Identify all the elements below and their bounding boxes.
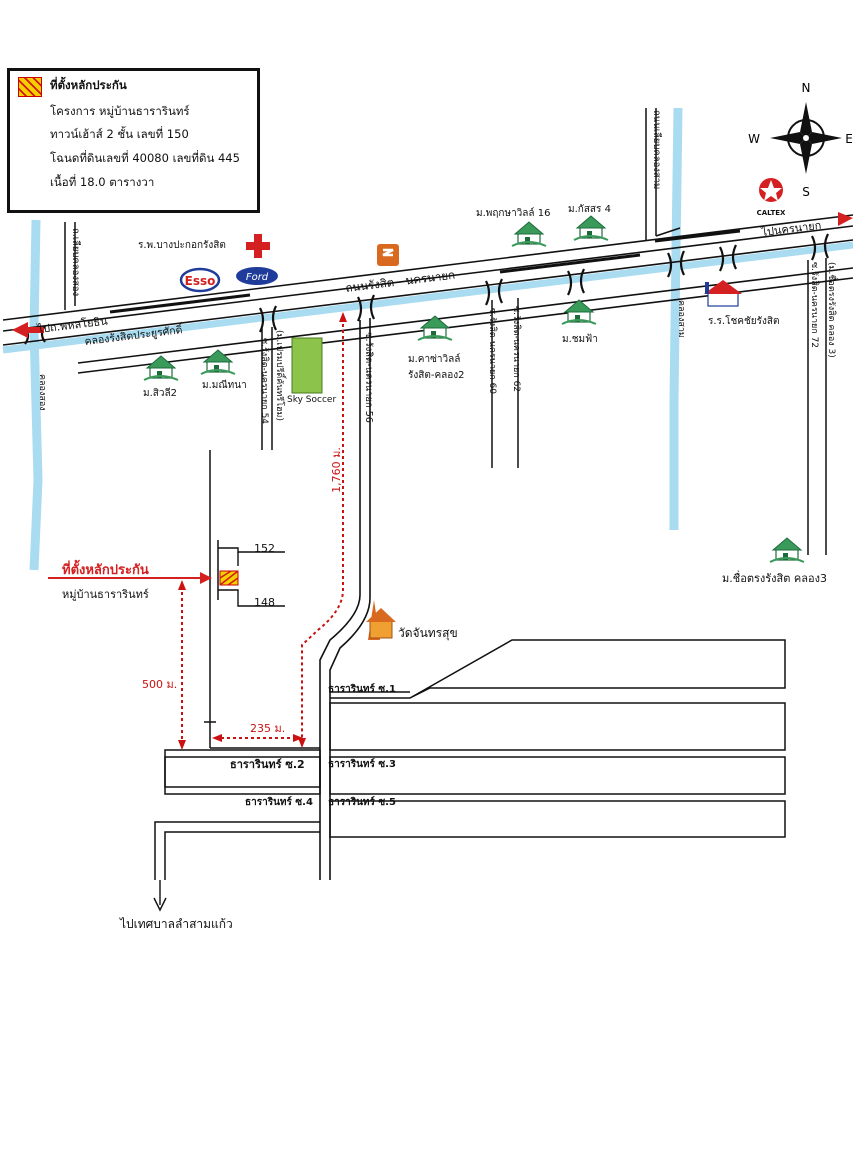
svg-text:Ford: Ford: [246, 272, 269, 283]
school-icon: [704, 280, 742, 307]
m-siwalee-label: ม.สิวลี2: [143, 387, 177, 399]
arrow-to-nakhon-nayok: [838, 212, 853, 226]
svg-text:E: E: [845, 132, 853, 146]
soi-2-label: ธารารินทร์ ซ.2: [230, 758, 305, 771]
svg-text:W: W: [748, 132, 760, 146]
soi-4-label: ธารารินทร์ ซ.4: [245, 796, 313, 808]
house-icon: [417, 315, 453, 341]
m-kassorn-label: ม.กัสสร 4: [568, 204, 611, 215]
soi62-label: ซ.รังสิต-นครนายก 62: [511, 306, 522, 392]
main-road: [2, 214, 853, 346]
ford-logo: Ford: [236, 267, 278, 285]
khlong-song-road-label: ถ.เลียบคลองสอง: [70, 228, 82, 296]
canal-rangsit: [2, 241, 853, 354]
m-chuetrong-label: ม.ชื่อตรงรังสิต คลอง3: [722, 570, 827, 585]
legend-box: ที่ตั้งหลักประกัน โครงการ หมู่บ้านธาราริ…: [7, 68, 260, 213]
to-lumsamkaeo-label: ไปเทศบาลลำสามแก้ว: [119, 917, 233, 931]
house-icon: [511, 221, 547, 247]
m-maneetana-label: ม.มณีทนา: [202, 379, 247, 391]
m-pruksa-label: ม.พฤกษาวิลล์ 16: [476, 207, 550, 219]
soi54-sub-label: (ม.เปรมปรีดิ์คันทรีโฮม): [274, 330, 287, 421]
house-icon: [769, 537, 805, 563]
temple-icon: [366, 600, 396, 640]
site-label: ที่ตั้งหลักประกัน: [62, 559, 149, 578]
m-chomfa-label: ม.ชมฟ้า: [562, 333, 598, 345]
soi60-label: ซ.รังสิต-นครนายก 60: [487, 308, 498, 394]
compass-rose-icon: N S W E: [748, 81, 853, 199]
soi-1-label: ธารารินทร์ ซ.1: [328, 683, 396, 695]
house-plots: [218, 547, 285, 607]
sky-soccer-label: Sky Soccer: [287, 395, 336, 405]
legend-house: ทาวน์เฮ้าส์ 2 ชั้น เลขที่ 150: [50, 127, 189, 141]
soi54-label: ซ.รังสิต-นครนายก 54: [259, 338, 270, 424]
house-152-label: 152: [254, 542, 275, 555]
khlong-sam-road-label: ถนนเลียบคลองสาม: [651, 110, 663, 189]
tararin-village-roads: [154, 639, 786, 880]
legend-title: ที่ตั้งหลักประกัน: [50, 78, 127, 92]
legend-project: โครงการ หมู่บ้านธารารินทร์: [50, 104, 190, 118]
svg-text:N: N: [802, 81, 811, 95]
school-label: ร.ร.โชคชัยรังสิต: [708, 314, 779, 327]
house-148-label: 148: [254, 596, 275, 609]
soi56-label: ซ.รังสิต-นครนายก 56: [363, 332, 374, 423]
house-icon: [573, 215, 609, 241]
bank-logo-icon: [377, 244, 399, 266]
site-project-label: หมู่บ้านธาราริ​นทร์: [62, 588, 149, 601]
svg-text:Esso: Esso: [185, 274, 216, 288]
soi-56-road: [319, 318, 371, 880]
soi72-label: ซ.รังสิต-นครนายก 72: [809, 262, 820, 348]
khlong-sam-label: คลองสาม: [676, 300, 686, 338]
temple-label: วัดจันทรสุข: [398, 626, 458, 641]
caltex-logo: CALTEX: [757, 178, 786, 217]
hospital-icon: [246, 234, 270, 258]
distance-1760-label: 1,760 ม.: [330, 447, 343, 493]
house-icon: [143, 355, 179, 381]
svg-text:S: S: [802, 185, 810, 199]
legend-area: เนื้อที่ 18.0 ตารางวา: [50, 175, 155, 189]
soi-5-label: ธารารินทร์ ซ.5: [328, 796, 396, 808]
distance-500-label: 500 ม.: [142, 678, 177, 691]
khlong-song-canal: [29, 219, 43, 571]
distance-route: [181, 318, 344, 746]
m-casa-ville-label: ม.คาซ่าวิลล์: [408, 353, 460, 365]
arrow-to-phahonyothin: [12, 322, 28, 338]
m-casa-ville-sub-label: รังสิต-คลอง2: [408, 370, 465, 381]
khlong-sam-canal: [669, 107, 683, 530]
esso-logo: Esso: [179, 267, 221, 293]
soi-3-label: ธารารินทร์ ซ.3: [328, 758, 396, 770]
soi72-sub-label: (ม.ชื่อตรงรังสิต คลอง 3): [826, 262, 839, 358]
khlong-song-label: คลองสอง: [37, 374, 47, 411]
collateral-swatch-icon: [18, 77, 42, 97]
distance-235-label: 235 ม.: [250, 722, 285, 735]
svg-text:CALTEX: CALTEX: [757, 209, 786, 217]
legend-deed: โฉนดที่ดินเลขที่ 40080 เลขที่ดิน 445: [50, 151, 240, 165]
sky-soccer-field: [291, 337, 323, 394]
hospital-label: ร.พ.บางปะกอกรังสิต: [138, 240, 226, 251]
